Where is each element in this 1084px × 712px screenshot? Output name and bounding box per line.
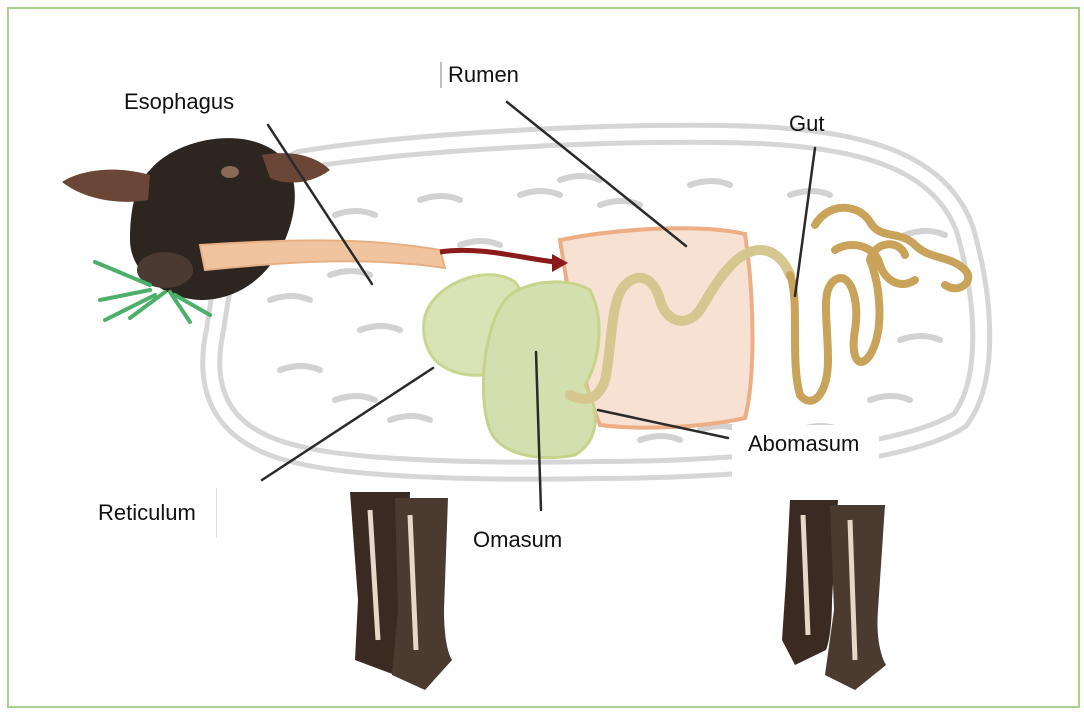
hind-leg-left xyxy=(782,500,838,665)
sheep-legs xyxy=(350,492,886,690)
front-leg-right xyxy=(392,498,452,690)
label-omasum: Omasum xyxy=(473,529,562,551)
eye xyxy=(221,166,239,178)
esophagus-tube xyxy=(200,240,445,270)
label-gut: Gut xyxy=(789,113,824,135)
hind-leg-right xyxy=(825,505,886,690)
omasum-organ xyxy=(483,282,599,458)
label-rumen: Rumen xyxy=(440,62,525,88)
ear-left xyxy=(62,170,150,202)
label-esophagus: Esophagus xyxy=(124,91,234,113)
label-abomasum: Abomasum xyxy=(732,425,879,490)
food-path-arrow xyxy=(440,250,555,262)
pointer-gut xyxy=(795,148,815,296)
label-reticulum: Reticulum xyxy=(90,488,217,538)
sheep-head xyxy=(62,138,330,300)
